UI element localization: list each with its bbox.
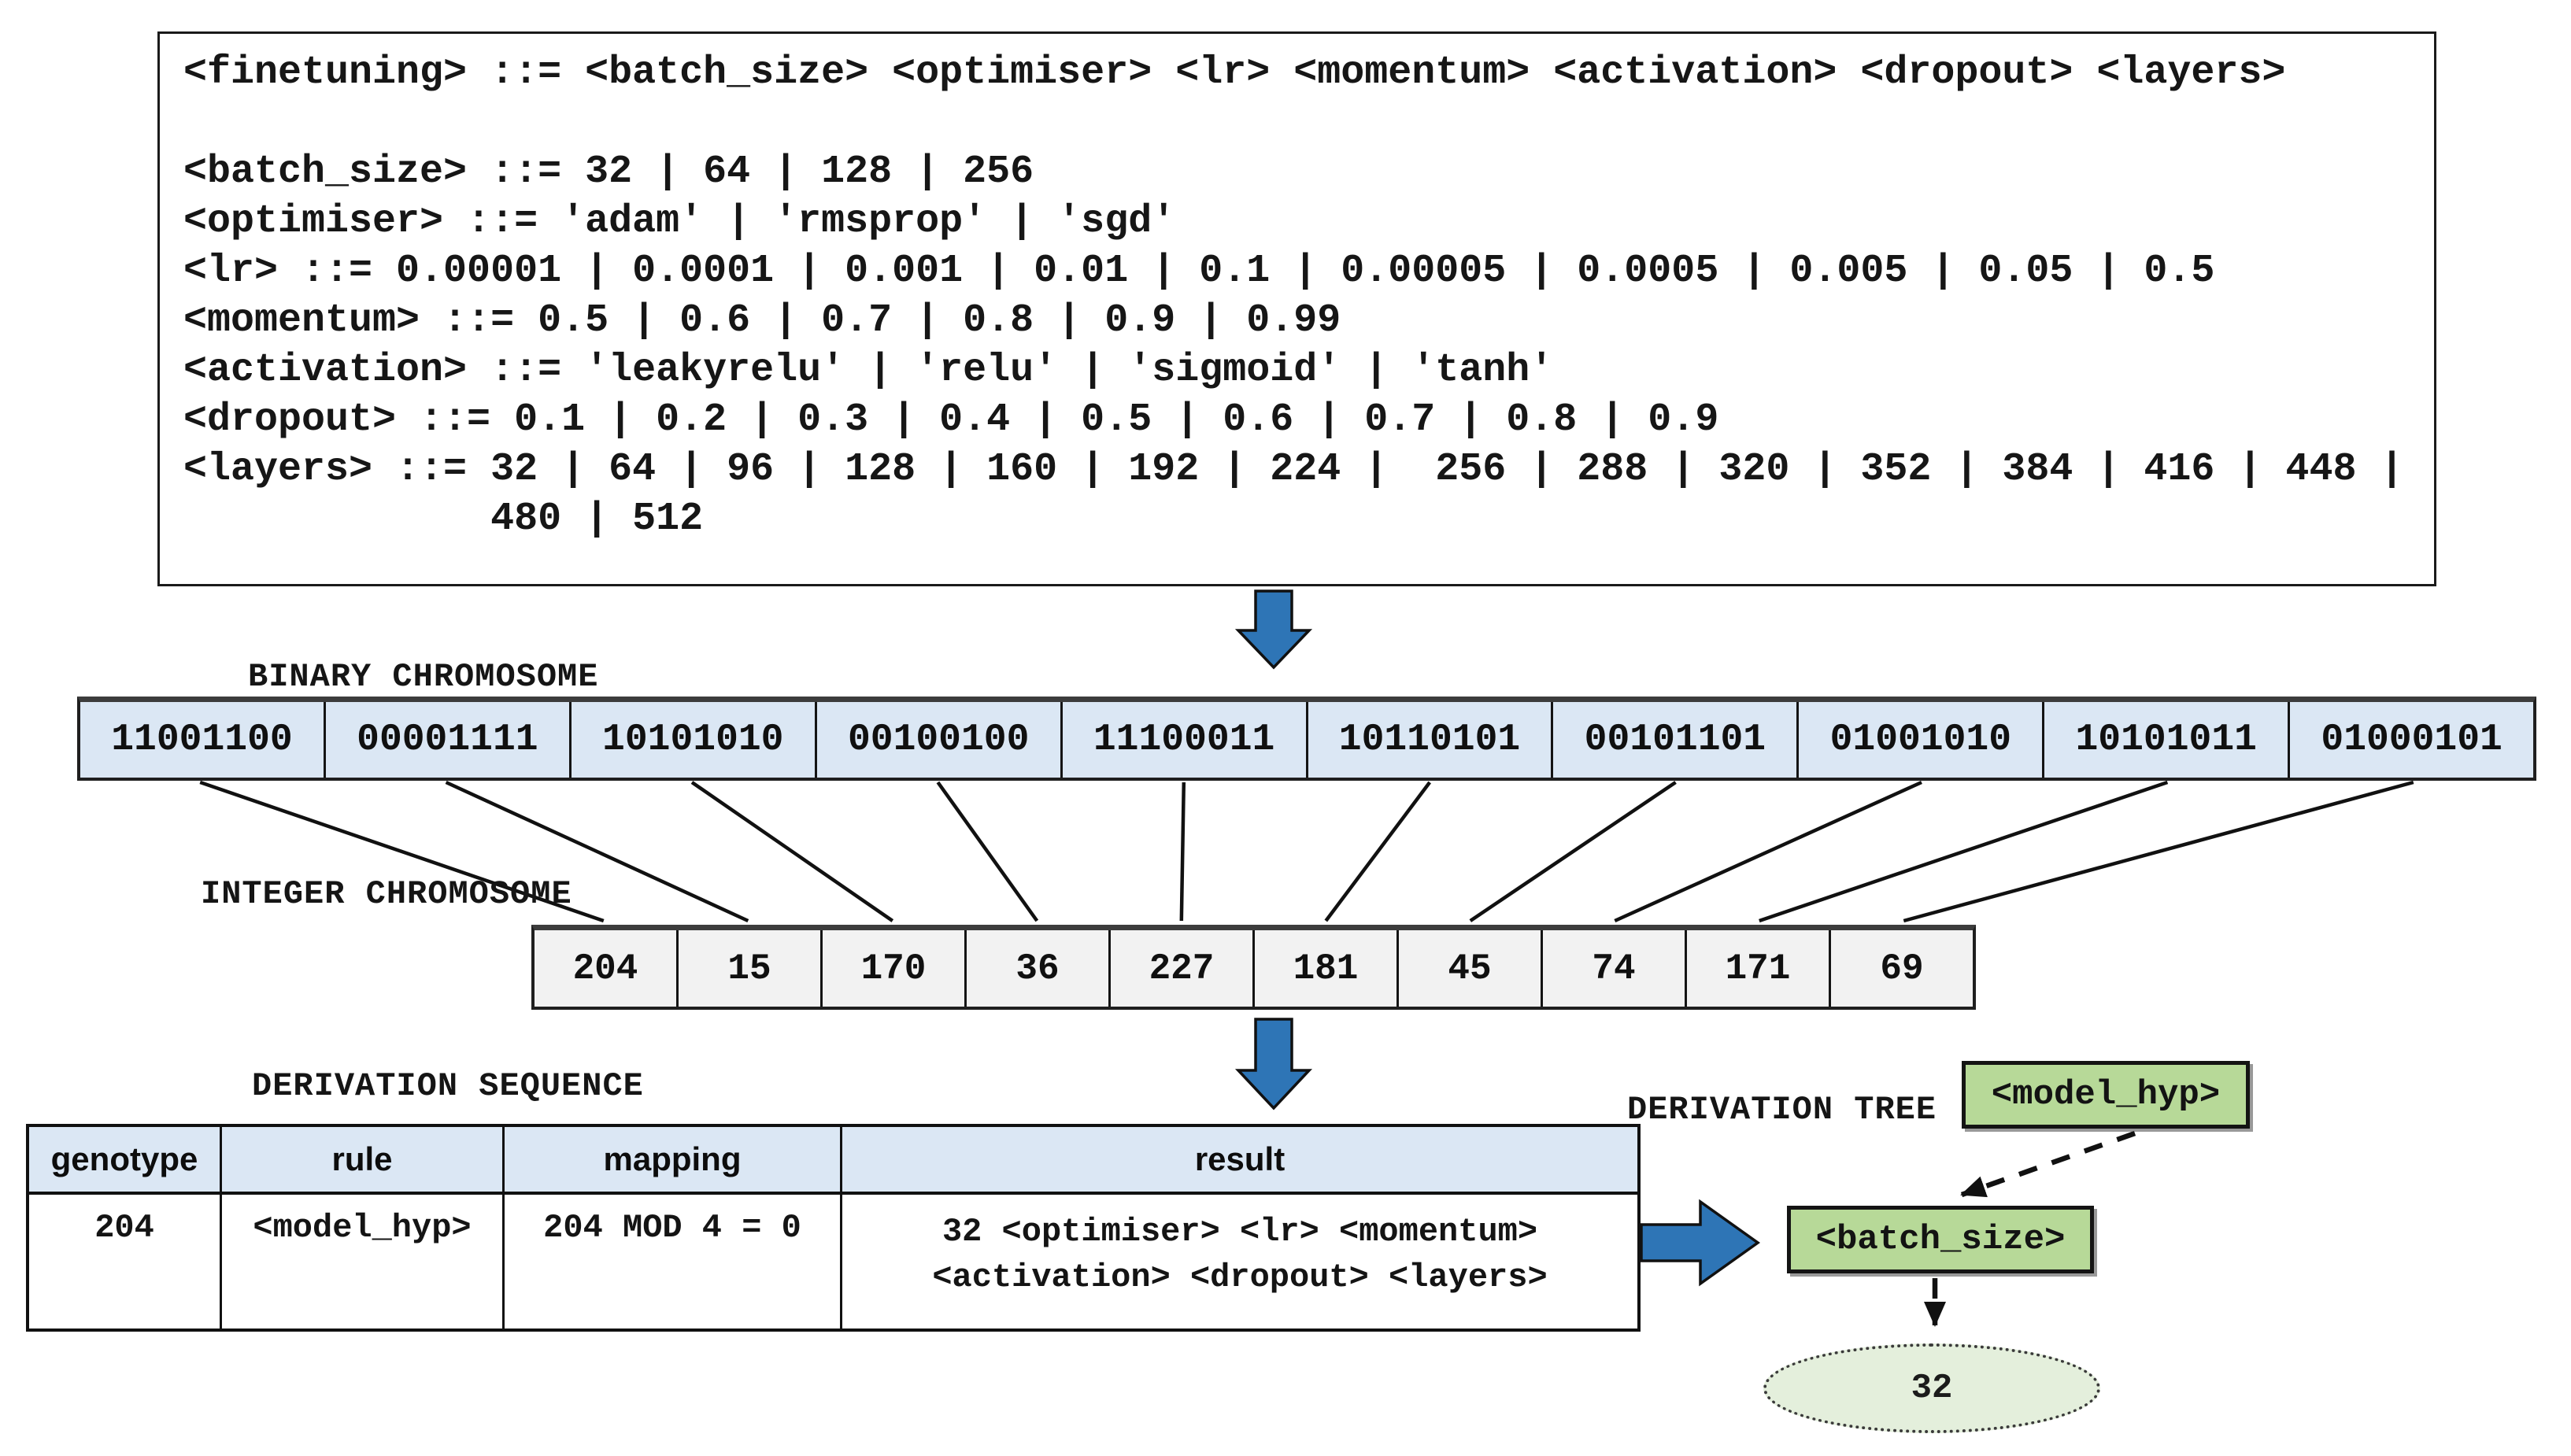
integer-cell: 204 (535, 930, 679, 1007)
integer-cell: 69 (1831, 930, 1973, 1007)
derivation-sequence-label: DERIVATION SEQUENCE (252, 1067, 644, 1105)
binary-cell: 10101010 (571, 702, 817, 778)
column-header-mapping: mapping (505, 1127, 842, 1195)
right-arrow-icon (1640, 1199, 1761, 1287)
derivation-tree-label: DERIVATION TREE (1627, 1091, 1937, 1129)
down-arrow-icon (1234, 1018, 1313, 1110)
tree-node-model-hyp: <model_hyp> (1962, 1061, 2250, 1129)
binary-to-integer-connector (1179, 782, 1186, 922)
binary-to-integer-connector (936, 781, 1039, 922)
binary-to-integer-connector (1324, 781, 1432, 922)
binary-cell: 00001111 (325, 702, 572, 778)
binary-to-integer-connector (690, 781, 894, 922)
result-line: <activation> <dropout> <layers> (932, 1258, 1548, 1296)
binary-chromosome-label: BINARY CHROMOSOME (248, 658, 599, 696)
binary-cell: 11100011 (1062, 702, 1308, 778)
binary-to-integer-connector (1469, 781, 1677, 922)
integer-chromosome-label: INTEGER CHROMOSOME (201, 875, 572, 913)
tree-leaf-value: 32 (1763, 1343, 2100, 1433)
column-header-genotype: genotype (29, 1127, 222, 1195)
genotype-cell: 204 (29, 1195, 222, 1329)
result-line: 32 <optimiser> <lr> <momentum> (941, 1213, 1538, 1251)
mapping-cell: 204 MOD 4 = 0 (505, 1195, 842, 1329)
rule-cell: <model_hyp> (222, 1195, 505, 1329)
binary-cell: 10110101 (1308, 702, 1554, 778)
integer-cell: 227 (1111, 930, 1255, 1007)
integer-cell: 74 (1543, 930, 1687, 1007)
down-arrow-icon (1234, 589, 1313, 670)
binary-to-integer-connector (1614, 780, 1922, 923)
derivation-sequence-table: genotype rule mapping result 204 <model_… (26, 1124, 1641, 1332)
integer-cell: 45 (1399, 930, 1543, 1007)
binary-to-integer-connector (1903, 780, 2414, 923)
binary-cell: 10101011 (2044, 702, 2291, 778)
binary-to-integer-connector (1759, 780, 2169, 923)
integer-cell: 171 (1687, 930, 1831, 1007)
grammar-box: <finetuning> ::= <batch_size> <optimiser… (157, 31, 2436, 586)
binary-cell: 11001100 (80, 702, 326, 778)
integer-cell: 15 (679, 930, 823, 1007)
binary-cell: 00101101 (1553, 702, 1800, 778)
grammar-text: <finetuning> ::= <batch_size> <optimiser… (183, 50, 2404, 541)
dashed-arrow (1960, 1130, 2136, 1198)
binary-cell: 00100100 (816, 702, 1063, 778)
integer-cell: 170 (823, 930, 967, 1007)
column-header-rule: rule (222, 1127, 505, 1195)
column-header-result: result (842, 1127, 1637, 1195)
tree-node-batch-size: <batch_size> (1787, 1206, 2094, 1273)
result-cell: 32 <optimiser> <lr> <momentum> <activatio… (842, 1195, 1637, 1329)
integer-cell: 181 (1255, 930, 1399, 1007)
binary-cell: 01000101 (2290, 702, 2534, 778)
integer-cell: 36 (967, 930, 1111, 1007)
binary-cell: 01001010 (1799, 702, 2045, 778)
